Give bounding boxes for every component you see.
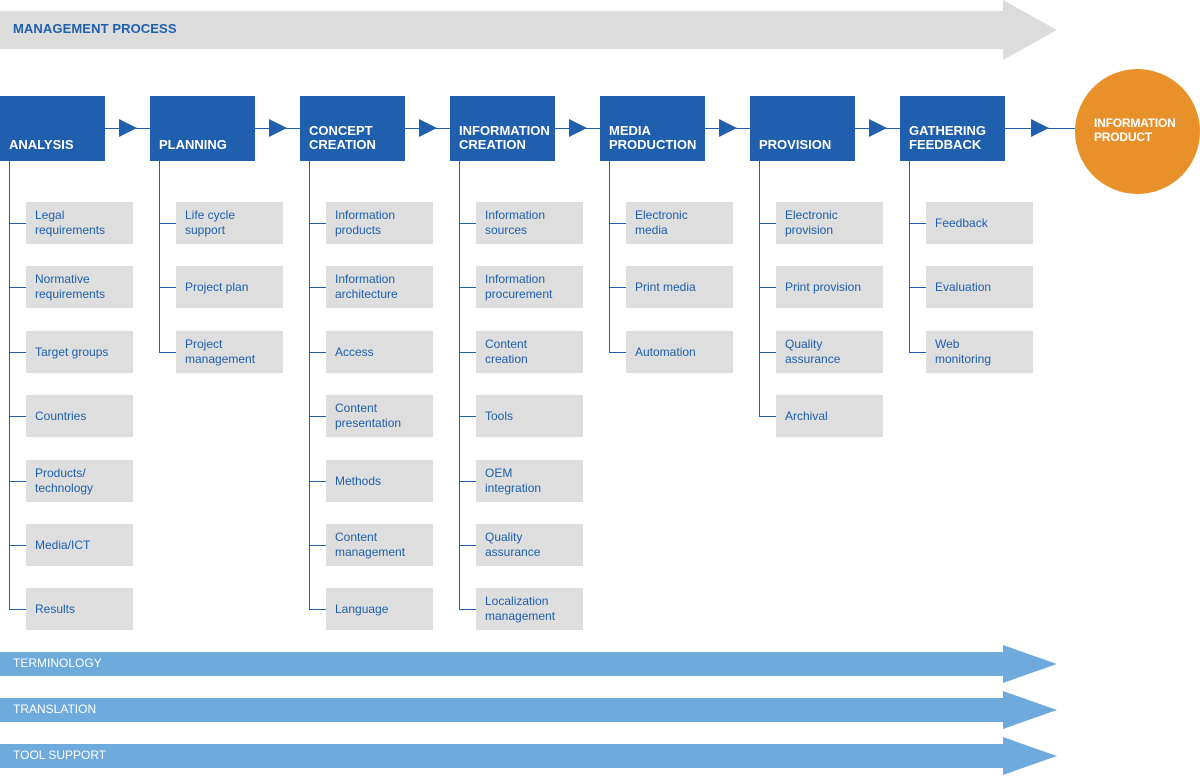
stage-item: Methods [326, 460, 433, 502]
tree-branch [9, 481, 26, 482]
stage-item: Life cycle support [176, 202, 283, 244]
support-arrow-terminology [0, 645, 1057, 683]
tree-branch [759, 287, 776, 288]
tree-branch [9, 223, 26, 224]
connector-arrow-icon [268, 119, 287, 137]
tree-line [9, 161, 10, 610]
stage-item: Evaluation [926, 266, 1033, 308]
stage-item: Results [26, 588, 133, 630]
tree-branch [459, 416, 476, 417]
tree-branch [9, 609, 26, 610]
connector-arrow-icon [718, 119, 737, 137]
tree-branch [159, 352, 176, 353]
tree-branch [309, 416, 326, 417]
tree-line [909, 161, 910, 352]
tree-branch [309, 609, 326, 610]
stage-item: Content creation [476, 331, 583, 373]
stage-item: Tools [476, 395, 583, 437]
stage-item: Web monitoring [926, 331, 1033, 373]
stage-item: Archival [776, 395, 883, 437]
tree-line [609, 161, 610, 352]
tree-branch [309, 545, 326, 546]
stage-item: Countries [26, 395, 133, 437]
stage-header-gathering-feedback: GATHERING FEEDBACK [900, 96, 1005, 161]
stage-item: Normative requirements [26, 266, 133, 308]
stage-header-media-production: MEDIA PRODUCTION [600, 96, 705, 161]
stage-header-information-creation: INFORMATION CREATION [450, 96, 555, 161]
tree-branch [459, 223, 476, 224]
tree-line [309, 161, 310, 610]
stage-header-provision: PROVISION [750, 96, 855, 161]
tree-branch [9, 416, 26, 417]
tree-branch [609, 287, 626, 288]
tree-branch [609, 352, 626, 353]
tree-branch [459, 609, 476, 610]
connector-arrow-icon [418, 119, 437, 137]
support-label-terminology: TERMINOLOGY [13, 656, 102, 670]
tree-branch [309, 223, 326, 224]
tree-branch [159, 287, 176, 288]
tree-branch [909, 287, 926, 288]
stage-item: Localization management [476, 588, 583, 630]
stage-item: Information sources [476, 202, 583, 244]
tree-branch [759, 416, 776, 417]
tree-branch [759, 352, 776, 353]
stage-header-analysis: ANALYSIS [0, 96, 105, 161]
stage-item: Content management [326, 524, 433, 566]
stage-item: Automation [626, 331, 733, 373]
stage-item: Media/ICT [26, 524, 133, 566]
tree-line [459, 161, 460, 610]
stage-item: Information architecture [326, 266, 433, 308]
tree-branch [459, 481, 476, 482]
stage-item: Print media [626, 266, 733, 308]
tree-branch [909, 223, 926, 224]
management-process-label: MANAGEMENT PROCESS [13, 21, 177, 36]
stage-header-concept-creation: CONCEPT CREATION [300, 96, 405, 161]
stage-item: Electronic media [626, 202, 733, 244]
stage-item: Project plan [176, 266, 283, 308]
tree-branch [9, 352, 26, 353]
stage-item: Language [326, 588, 433, 630]
stage-header-planning: PLANNING [150, 96, 255, 161]
tree-branch [459, 287, 476, 288]
tree-branch [9, 545, 26, 546]
tree-branch [909, 352, 926, 353]
connector-arrow-icon [118, 119, 137, 137]
tree-branch [609, 223, 626, 224]
support-label-translation: TRANSLATION [13, 702, 97, 716]
information-product-circle [1075, 69, 1200, 194]
tree-line [759, 161, 760, 417]
tree-branch [759, 223, 776, 224]
stage-item: Content presentation [326, 395, 433, 437]
support-arrow-tool-support [0, 737, 1057, 775]
management-process-arrow [0, 0, 1057, 60]
tree-branch [459, 545, 476, 546]
tree-branch [309, 287, 326, 288]
stage-item: Quality assurance [776, 331, 883, 373]
tree-branch [309, 481, 326, 482]
information-product-label: INFORMATION PRODUCT [1094, 116, 1176, 144]
stage-item: Electronic provision [776, 202, 883, 244]
connector-arrow-icon [868, 119, 887, 137]
tree-branch [159, 223, 176, 224]
connector-arrow-icon [568, 119, 587, 137]
stage-item: Project management [176, 331, 283, 373]
tree-branch [309, 352, 326, 353]
support-arrow-translation [0, 691, 1057, 729]
stage-item: Information procurement [476, 266, 583, 308]
tree-branch [9, 287, 26, 288]
support-label-tool-support: TOOL SUPPORT [13, 748, 107, 762]
stage-item: Legal requirements [26, 202, 133, 244]
stage-item: Access [326, 331, 433, 373]
stage-item: Target groups [26, 331, 133, 373]
stage-item: Products/ technology [26, 460, 133, 502]
tree-branch [459, 352, 476, 353]
stage-item: Quality assurance [476, 524, 583, 566]
connector-arrow-icon [1031, 119, 1049, 137]
stage-item: Print provision [776, 266, 883, 308]
stage-item: Information products [326, 202, 433, 244]
stage-item: OEM integration [476, 460, 583, 502]
stage-item: Feedback [926, 202, 1033, 244]
tree-line [159, 161, 160, 352]
